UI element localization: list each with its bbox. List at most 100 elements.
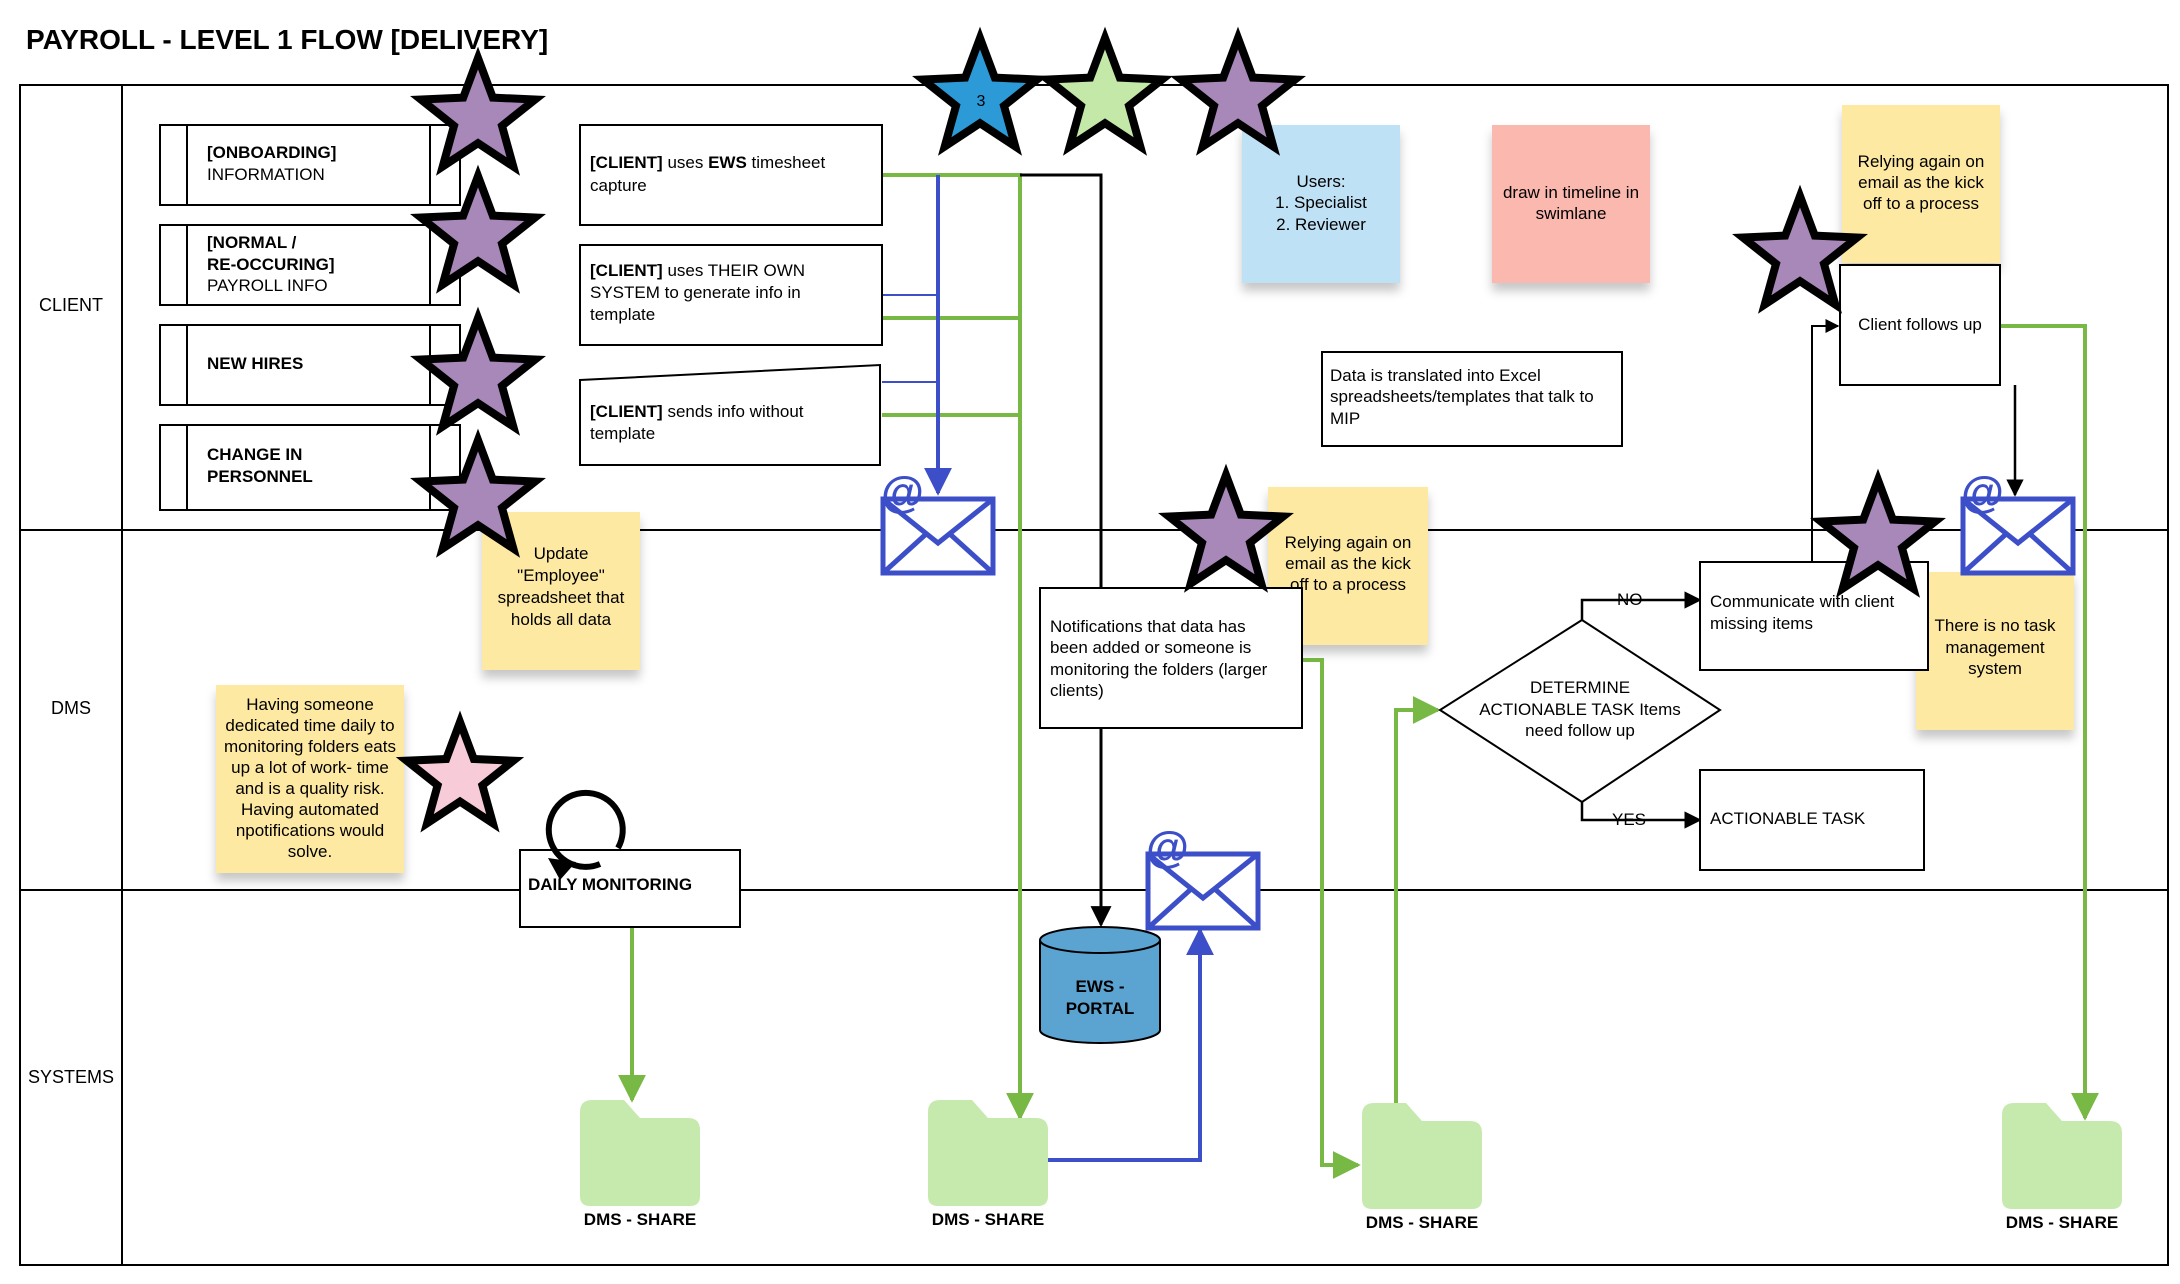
lane-label-systems: SYSTEMS (28, 1067, 114, 1087)
star-onboarding-icon (410, 46, 546, 176)
data-translated-line-3: MIP (1330, 409, 1360, 428)
star-client-follows-up-icon (1732, 184, 1868, 314)
client-no-template-line-2: template (590, 424, 655, 443)
input-new-hires-label: NEW HIRES (207, 354, 303, 373)
star-numbered-icon (912, 26, 1048, 156)
black-flow-to-ews-portal (1020, 173, 1112, 928)
determine-line-3: need follow up (1525, 721, 1635, 740)
dms-share-label-2: DMS - SHARE (932, 1210, 1044, 1229)
client-ews-line-1: [CLIENT] uses EWS timesheet (590, 153, 826, 172)
note-dedicated-line-6: Having automated (241, 800, 379, 819)
data-translated-box: Data is translated into Excel spreadshee… (1321, 351, 1623, 447)
note-no-task-line-1: There is no task (1935, 616, 2056, 635)
client-ews-timesheet-box: [CLIENT] uses EWS timesheet capture (579, 124, 883, 226)
ews-portal-database: EWS - PORTAL (1039, 926, 1161, 1044)
yes-branch-arrow (1580, 802, 1702, 829)
note-kickoff-client-line-2: email as the kick (1858, 173, 1984, 192)
note-users-line-1: Users: (1296, 172, 1345, 191)
stars (395, 26, 1946, 833)
input-boxes: [ONBOARDING] INFORMATION [NORMAL / RE-OC… (159, 124, 461, 511)
note-users-line-3: 2. Reviewer (1276, 215, 1366, 234)
client-own-line-3: template (590, 305, 655, 324)
client-follows-up-label: Client follows up (1858, 315, 1982, 334)
note-dedicated-line-7: npotifications would (236, 821, 384, 840)
note-update-line-3: spreadsheet that (498, 588, 625, 607)
client-own-system-box: [CLIENT] uses THEIR OWN SYSTEM to genera… (579, 244, 883, 346)
note-users: Users: 1. Specialist 2. Reviewer (1242, 125, 1400, 283)
data-translated-line-1: Data is translated into Excel (1330, 366, 1541, 385)
client-follows-up-box: Client follows up (1839, 264, 2001, 386)
note-no-task-line-3: system (1968, 659, 2022, 678)
note-update-line-4: holds all data (511, 610, 612, 629)
star-communicate-icon (1810, 468, 1946, 598)
input-normal-payroll: [NORMAL / RE-OCCURING] PAYROLL INFO (159, 224, 461, 306)
no-branch-arrow (1580, 591, 1702, 620)
dms-share-folder-icon-4 (2002, 1103, 2122, 1209)
green-flow-share-3-to-decision (1394, 696, 1441, 1108)
note-users-line-2: 1. Specialist (1275, 193, 1367, 212)
note-timeline: draw in timeline in swimlane (1492, 125, 1650, 283)
note-update-line-2: "Employee" (517, 566, 605, 585)
ews-portal-line-2: PORTAL (1066, 999, 1135, 1018)
note-kickoff-client: Relying again on email as the kick off t… (1842, 105, 2000, 263)
note-timeline-line-1: draw in timeline in (1503, 183, 1639, 202)
star-purple-top-icon (1170, 26, 1306, 156)
input-onboarding-line-2: INFORMATION (207, 165, 325, 184)
determine-line-2: ACTIONABLE TASK Items (1479, 700, 1681, 719)
dms-share-label-1: DMS - SHARE (584, 1210, 696, 1229)
star-dedicated-time-icon (395, 710, 525, 833)
note-no-task-system: There is no task management system (1916, 572, 2074, 730)
star-kickoff-dms-icon (1158, 463, 1294, 593)
note-dedicated-line-2: dedicated time daily to (225, 716, 394, 735)
note-dedicated-line-5: and is a quality risk. (235, 779, 384, 798)
client-own-line-2: SYSTEM to generate info in (590, 283, 801, 302)
input-change-line-2: PERSONNEL (207, 467, 313, 486)
data-translated-line-2: spreadsheets/templates that talk to (1330, 387, 1594, 406)
green-flow-notifications-to-share-3 (1302, 658, 1361, 1179)
actionable-task-label: ACTIONABLE TASK (1710, 809, 1866, 828)
determine-decision: DETERMINE ACTIONABLE TASK Items need fol… (1438, 618, 1722, 804)
note-kickoff-dms-line-2: email as the kick (1285, 554, 1411, 573)
dms-share-folder-icon-1 (580, 1100, 700, 1206)
client-no-template-line-1: [CLIENT] sends info without (590, 402, 804, 421)
notifications-line-1: Notifications that data has (1050, 617, 1246, 636)
lane-label-client: CLIENT (39, 295, 103, 315)
ews-portal-line-1: EWS - (1075, 977, 1124, 996)
star-new-hires-icon (410, 306, 546, 436)
star-green-icon (1037, 26, 1173, 156)
note-kickoff-dms-line-1: Relying again on (1285, 533, 1412, 552)
communicate-line-2: missing items (1710, 614, 1813, 633)
dms-share-folder-icon-2 (928, 1100, 1048, 1206)
determine-line-1: DETERMINE (1530, 678, 1630, 697)
input-change-line-1: CHANGE IN (207, 445, 302, 464)
note-dedicated-line-4: up a lot of work- time (231, 758, 389, 777)
dms-share-label-3: DMS - SHARE (1366, 1213, 1478, 1232)
client-no-template-box: [CLIENT] sends info without template (579, 363, 881, 466)
communicate-box: Communicate with client missing items (1699, 561, 1929, 671)
note-kickoff-client-line-3: off to a process (1863, 194, 1979, 213)
client-method-boxes: [CLIENT] uses EWS timesheet capture [CLI… (579, 124, 883, 466)
note-dedicated-line-8: solve. (288, 842, 332, 861)
dms-share-folder-icon-3 (1362, 1103, 1482, 1209)
note-kickoff-dms-line-3: off to a process (1290, 575, 1406, 594)
note-update-line-1: Update (534, 544, 589, 563)
daily-monitoring-label: DAILY MONITORING (528, 875, 692, 894)
note-dedicated-time: Having someone dedicated time daily to m… (216, 685, 404, 873)
client-own-line-1: [CLIENT] uses THEIR OWN (590, 261, 805, 280)
input-onboarding-line-1: [ONBOARDING] (207, 143, 336, 162)
notifications-line-3: monitoring the folders (larger (1050, 660, 1268, 679)
email-icon-3 (1961, 468, 2073, 573)
green-flow-follow-up-to-share-4 (2000, 324, 2099, 1121)
note-no-task-line-2: management (1945, 638, 2045, 657)
notifications-line-4: clients) (1050, 681, 1104, 700)
note-dedicated-line-3: monitoring folders eats (224, 737, 396, 756)
email-icon-2 (1146, 823, 1258, 928)
diagram-title: PAYROLL - LEVEL 1 FLOW [DELIVERY] (26, 24, 548, 55)
input-normal-line-3: PAYROLL INFO (207, 276, 328, 295)
note-dedicated-line-1: Having someone (246, 695, 374, 714)
notifications-line-2: been added or someone is (1050, 638, 1251, 657)
star-change-personnel-icon (410, 428, 546, 558)
input-onboarding: [ONBOARDING] INFORMATION (159, 124, 461, 206)
dms-share-label-4: DMS - SHARE (2006, 1213, 2118, 1232)
actionable-task-box: ACTIONABLE TASK (1699, 769, 1925, 871)
